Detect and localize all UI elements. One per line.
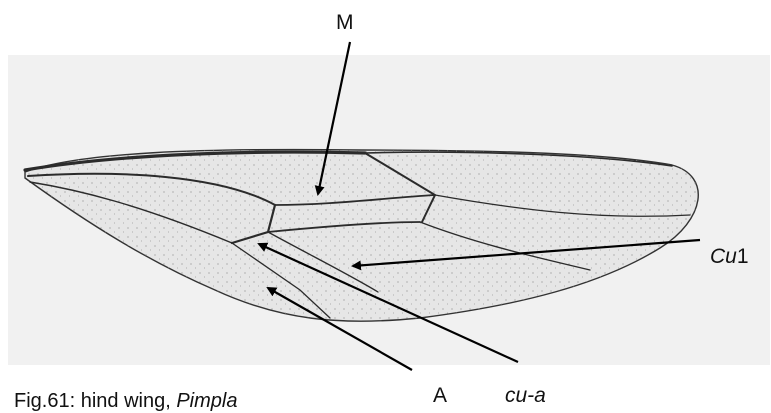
- caption-prefix: Fig.61: hind wing,: [14, 390, 176, 412]
- caption-genus: Pimpla: [176, 390, 237, 412]
- label-m: M: [336, 12, 354, 33]
- label-a: A: [433, 385, 447, 406]
- label-cu1: Cu1: [710, 246, 749, 267]
- label-cu1-prefix: Cu: [710, 245, 737, 268]
- label-cu-a: cu-a: [505, 385, 546, 406]
- label-cu1-suffix: 1: [737, 245, 749, 268]
